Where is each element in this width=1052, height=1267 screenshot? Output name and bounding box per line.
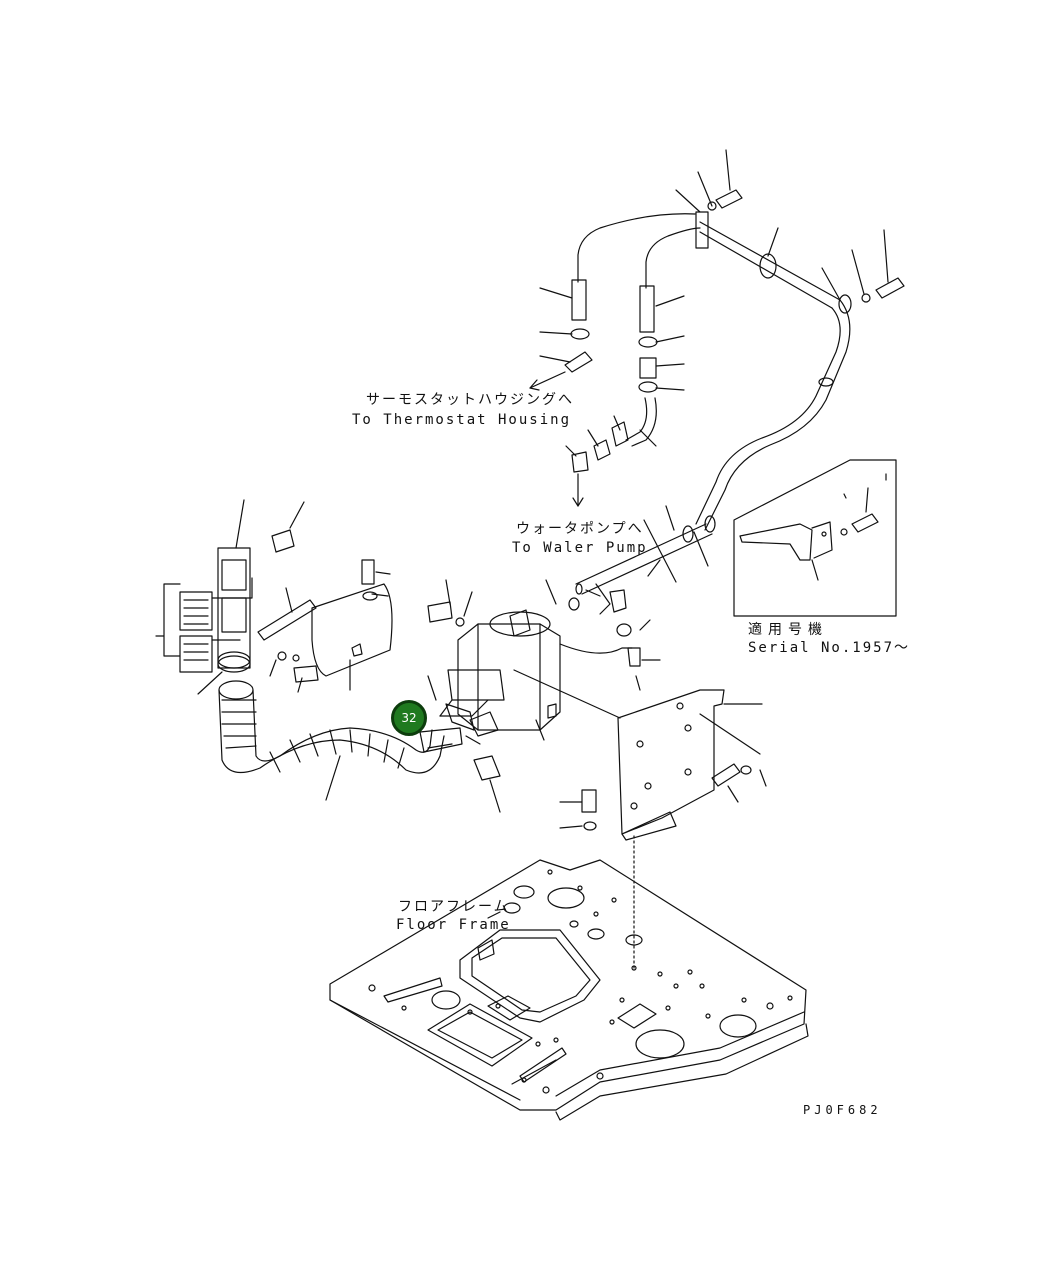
label-thermostat-en: To Thermostat Housing bbox=[352, 412, 572, 428]
mount-bracket bbox=[513, 669, 767, 969]
label-thermostat-jp: サーモスタットハウジングへ bbox=[366, 392, 574, 408]
air-ducts bbox=[155, 499, 463, 801]
callout-32[interactable]: 32 bbox=[391, 700, 427, 736]
drawing-code: PJ0F682 bbox=[803, 1103, 882, 1117]
label-floor-jp: フロアフレーム bbox=[398, 899, 510, 915]
heater-pipe-assembly bbox=[529, 149, 905, 531]
heater-unit bbox=[427, 579, 661, 813]
water-tube bbox=[575, 505, 716, 615]
label-serial-jp: 適用号機 bbox=[748, 622, 828, 638]
label-floor-en: Floor Frame bbox=[396, 917, 511, 933]
label-pump-jp: ウォータポンプへ bbox=[516, 521, 644, 537]
serial-inset bbox=[733, 459, 897, 617]
label-serial-en: Serial No.1957～ bbox=[748, 640, 911, 656]
label-pump-en: To Waler Pump bbox=[512, 540, 648, 556]
floor-frame bbox=[329, 859, 809, 1121]
